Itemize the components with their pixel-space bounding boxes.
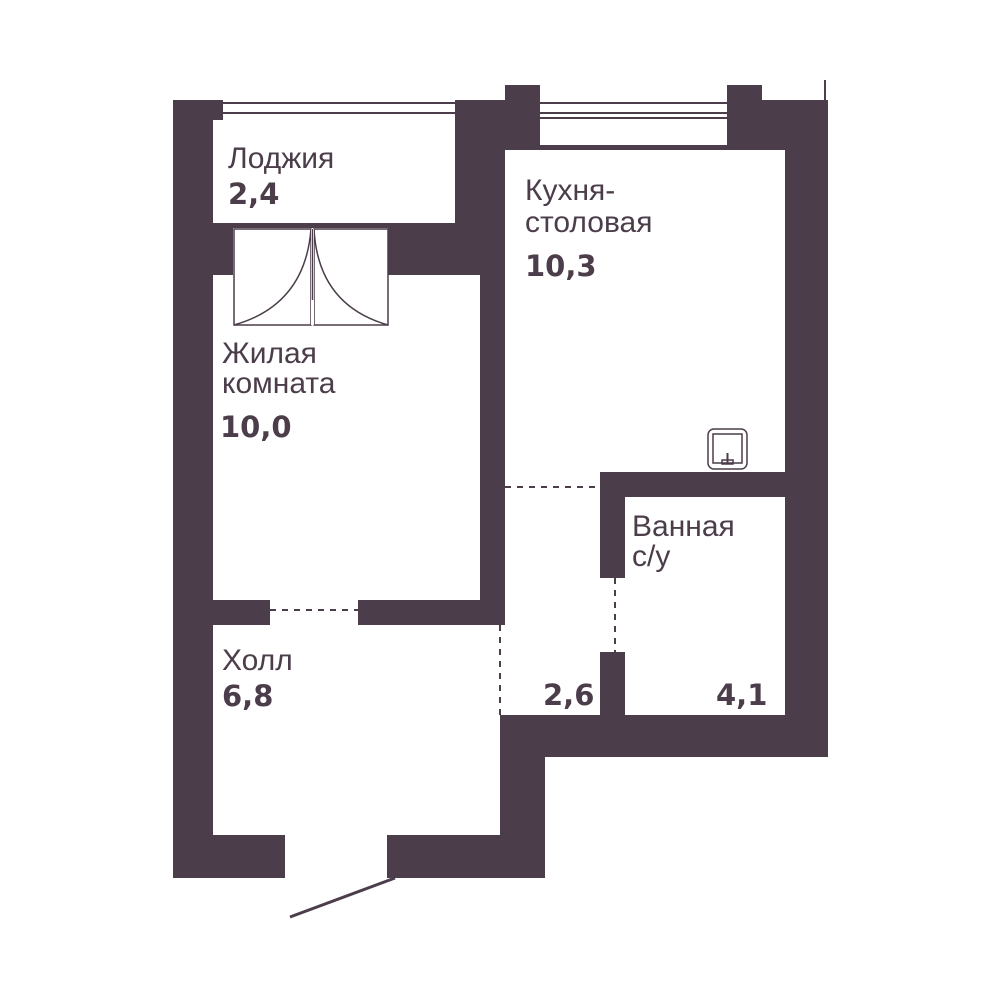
room-name-kitchen-1: Кухня- bbox=[525, 174, 615, 207]
loggia-double-door bbox=[233, 228, 389, 326]
door-swing-left bbox=[233, 228, 312, 326]
room-area-bath: 4,1 bbox=[716, 678, 767, 712]
kitchen-window-sill bbox=[532, 117, 736, 147]
wall-loggia-jamb bbox=[173, 100, 223, 120]
room-area-kitchen: 10,3 bbox=[525, 249, 597, 283]
room-labels: Лоджия 2,4 Кухня- столовая 10,3 Жилая ко… bbox=[220, 142, 767, 713]
windows bbox=[223, 80, 826, 147]
wall-living-bottom-left bbox=[213, 600, 270, 625]
wall-right bbox=[785, 100, 828, 757]
wall-bottom-right bbox=[500, 715, 828, 757]
wall-living-bottom-right bbox=[358, 600, 505, 625]
openings bbox=[270, 486, 616, 715]
room-area-living: 10,0 bbox=[220, 410, 292, 444]
room-area-loggia: 2,4 bbox=[228, 177, 279, 211]
walls bbox=[173, 85, 828, 878]
room-name-living-2: комната bbox=[222, 367, 336, 400]
room-area-hall: 6,8 bbox=[222, 679, 273, 713]
room-name-bath-2: с/у bbox=[632, 540, 670, 573]
room-area-corridor: 2,6 bbox=[543, 678, 594, 712]
sink-icon bbox=[707, 428, 748, 470]
room-name-hall: Холл bbox=[222, 644, 293, 677]
wall-living-kitchen bbox=[480, 150, 505, 625]
room-name-kitchen-2: столовая bbox=[525, 206, 653, 239]
wall-kitchen-sill bbox=[505, 146, 785, 150]
wall-kitchen-bath bbox=[600, 472, 828, 497]
wall-bath-left-upper bbox=[600, 472, 625, 578]
wall-hall-bottom-left bbox=[173, 835, 285, 878]
door-swing-right bbox=[313, 228, 389, 326]
wall-bath-left-lower bbox=[600, 652, 625, 715]
wall-left bbox=[173, 100, 213, 878]
wall-hall-bottom-right bbox=[387, 835, 545, 878]
door-frame-left bbox=[233, 228, 312, 326]
room-name-bath-1: Ванная bbox=[632, 510, 735, 543]
wall-loggia-bottom bbox=[213, 223, 455, 228]
entrance-door bbox=[289, 876, 396, 919]
wall-loggia-bottom-left bbox=[213, 223, 233, 275]
room-name-living-1: Жилая bbox=[222, 337, 317, 370]
room-name-loggia: Лоджия bbox=[228, 142, 334, 175]
